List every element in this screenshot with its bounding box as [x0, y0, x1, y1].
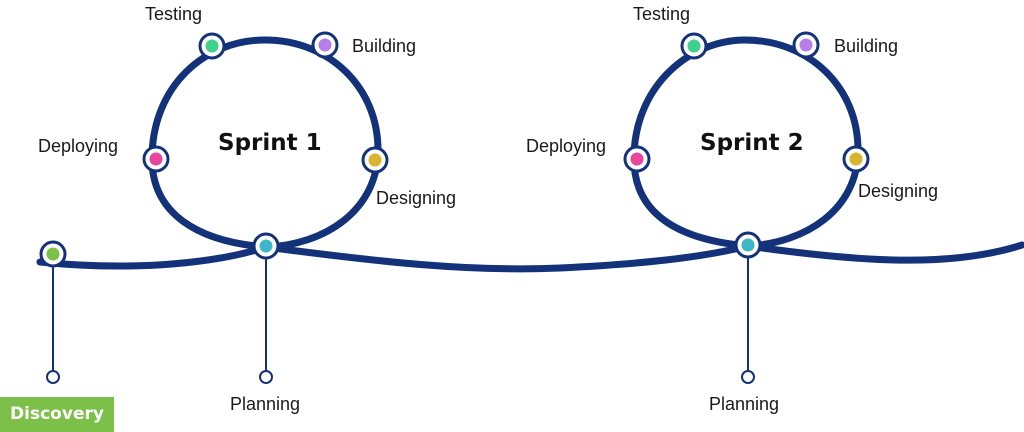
sprint-1-loop: [148, 36, 382, 251]
sprint-2-deploying-label: Deploying: [526, 136, 607, 156]
sprint-2-title: Sprint 2: [700, 130, 804, 156]
sprint-1-designing-label: Designing: [376, 188, 457, 208]
s2-designing-dot: [849, 152, 863, 166]
sprint-2-loop: [630, 36, 862, 250]
discovery-dot: [46, 247, 60, 261]
sprint-1-planning-anchor: [259, 370, 273, 384]
sprint-1-deploying-label: Deploying: [38, 136, 119, 156]
sprint-1-testing-label: Testing: [145, 4, 203, 24]
sprint-1-planning-label: Planning: [230, 394, 301, 414]
s1-designing-dot: [368, 153, 382, 167]
s2-planning-dot: [741, 238, 755, 252]
discovery-tag: Discovery: [0, 397, 114, 432]
sprint-2-planning-anchor: [741, 370, 755, 384]
s2-building-dot: [799, 38, 813, 52]
s1-planning-dot: [259, 239, 273, 253]
s1-building-dot: [318, 38, 332, 52]
sprint-2-building-label: Building: [834, 36, 899, 56]
s1-testing-dot: [205, 39, 219, 53]
sprint-2-testing-label: Testing: [633, 4, 691, 24]
sprint-2-designing-label: Designing: [858, 181, 939, 201]
sprint-1-title: Sprint 1: [218, 130, 322, 156]
timeline-track: [36, 241, 1024, 273]
sprint-1-building-label: Building: [352, 36, 417, 56]
discovery-anchor: [46, 370, 60, 384]
s2-deploying-dot: [630, 152, 644, 166]
sprint-2-planning-label: Planning: [709, 394, 780, 414]
s1-deploying-dot: [149, 152, 163, 166]
s2-testing-dot: [687, 39, 701, 53]
